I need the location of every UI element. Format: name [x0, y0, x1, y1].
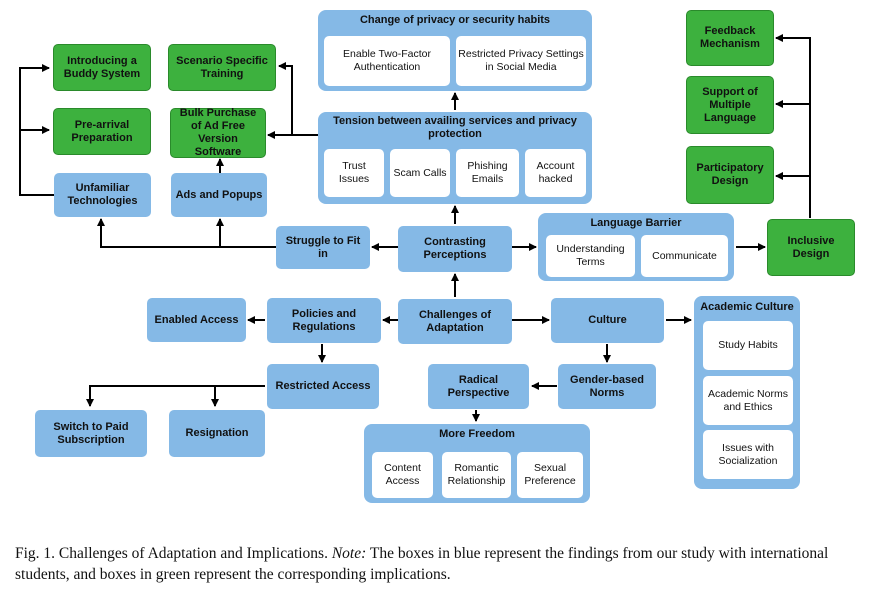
- freedom-item: Content Access: [372, 452, 433, 498]
- freedom-item: Romantic Relationship: [442, 452, 511, 498]
- tension-item: Phishing Emails: [456, 149, 519, 197]
- node-restricted-access: Restricted Access: [267, 364, 379, 409]
- group-language-barrier: Language Barrier Understanding Terms Com…: [538, 213, 734, 281]
- group-change-habits: Change of privacy or security habits Ena…: [318, 10, 592, 91]
- node-introducing-buddy: Introducing a Buddy System: [53, 44, 151, 91]
- node-feedback-mechanism: Feedback Mechanism: [686, 10, 774, 66]
- connector-arrows: [19, 34, 811, 422]
- node-struggle-fit: Struggle to Fit in: [276, 226, 370, 269]
- caption-note-label: Note:: [331, 545, 367, 562]
- tension-item: Trust Issues: [324, 149, 384, 197]
- node-unfamiliar-tech: Unfamiliar Technologies: [54, 173, 151, 217]
- change-habits-item: Enable Two-Factor Authentication: [324, 36, 450, 86]
- group-academic-culture: Academic Culture Study Habits Academic N…: [694, 296, 800, 489]
- node-participatory-design: Participatory Design: [686, 146, 774, 204]
- language-item: Understanding Terms: [546, 235, 635, 277]
- arrow-tension-to-bulk: [278, 62, 320, 136]
- language-item: Communicate: [641, 235, 728, 277]
- node-policies-regulations: Policies and Regulations: [267, 298, 381, 343]
- group-tension: Tension between availing services and pr…: [318, 112, 592, 204]
- group-more-freedom-title: More Freedom: [439, 428, 515, 440]
- academic-item: Issues with Socialization: [703, 430, 793, 479]
- tension-item: Account hacked: [525, 149, 586, 197]
- node-switch-paid: Switch to Paid Subscription: [35, 410, 147, 457]
- node-inclusive-design: Inclusive Design: [767, 219, 855, 276]
- group-more-freedom: More Freedom Content Access Romantic Rel…: [364, 424, 590, 503]
- diagram: Introducing a Buddy System Scenario Spec…: [19, 10, 855, 503]
- figure-caption: Fig. 1. Challenges of Adaptation and Imp…: [15, 543, 875, 585]
- caption-label: Fig. 1. Challenges of Adaptation and Imp…: [15, 545, 328, 562]
- tension-item: Scam Calls: [390, 149, 450, 197]
- node-enabled-access: Enabled Access: [147, 298, 246, 342]
- arrow-restricted-to-switch: [86, 385, 265, 407]
- group-language-barrier-title: Language Barrier: [590, 217, 682, 229]
- change-habits-item: Restricted Privacy Settings in Social Me…: [456, 36, 586, 86]
- node-radical-perspective: Radical Perspective: [428, 364, 529, 409]
- node-pre-arrival: Pre-arrival Preparation: [53, 108, 151, 155]
- freedom-item: Sexual Preference: [517, 452, 583, 498]
- group-tension-title: Tension between availing services and pr…: [333, 115, 577, 140]
- node-resignation: Resignation: [169, 410, 265, 457]
- arrow-inclusive-to-feedback: [775, 34, 811, 218]
- node-scenario-training: Scenario Specific Training: [168, 44, 276, 91]
- arrow-unfamiliar-to-buddy: [19, 64, 54, 196]
- group-change-habits-title: Change of privacy or security habits: [359, 14, 551, 26]
- node-culture: Culture: [551, 298, 664, 343]
- arrow-struggle-to-ads: [216, 218, 276, 248]
- arrow-struggle-to-unfamiliar: [97, 218, 220, 248]
- node-support-language: Support of Multiple Language: [686, 76, 774, 134]
- caption-text: The boxes in blue represent the findings…: [15, 545, 829, 583]
- node-challenges-adaptation: Challenges of Adaptation: [398, 299, 512, 344]
- node-bulk-purchase: Bulk Purchase of Ad Free Version Softwar…: [170, 107, 266, 158]
- node-contrasting-perceptions: Contrasting Perceptions: [398, 226, 512, 272]
- academic-item: Academic Norms and Ethics: [703, 376, 793, 425]
- academic-item: Study Habits: [703, 321, 793, 370]
- group-academic-culture-title: Academic Culture: [700, 301, 794, 313]
- node-gender-norms: Gender-based Norms: [558, 364, 656, 409]
- node-ads-popups: Ads and Popups: [171, 173, 267, 217]
